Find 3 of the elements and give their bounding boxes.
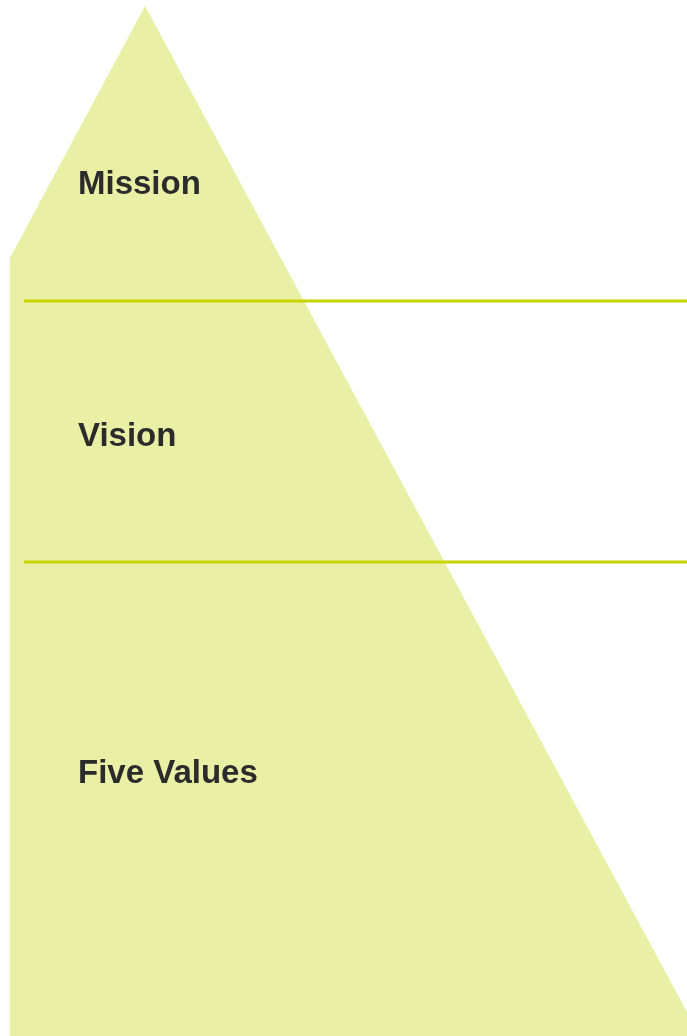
tier-label: Mission — [78, 163, 201, 203]
tier-label: Five Values — [78, 752, 258, 792]
tier-label: Vision — [78, 415, 177, 455]
